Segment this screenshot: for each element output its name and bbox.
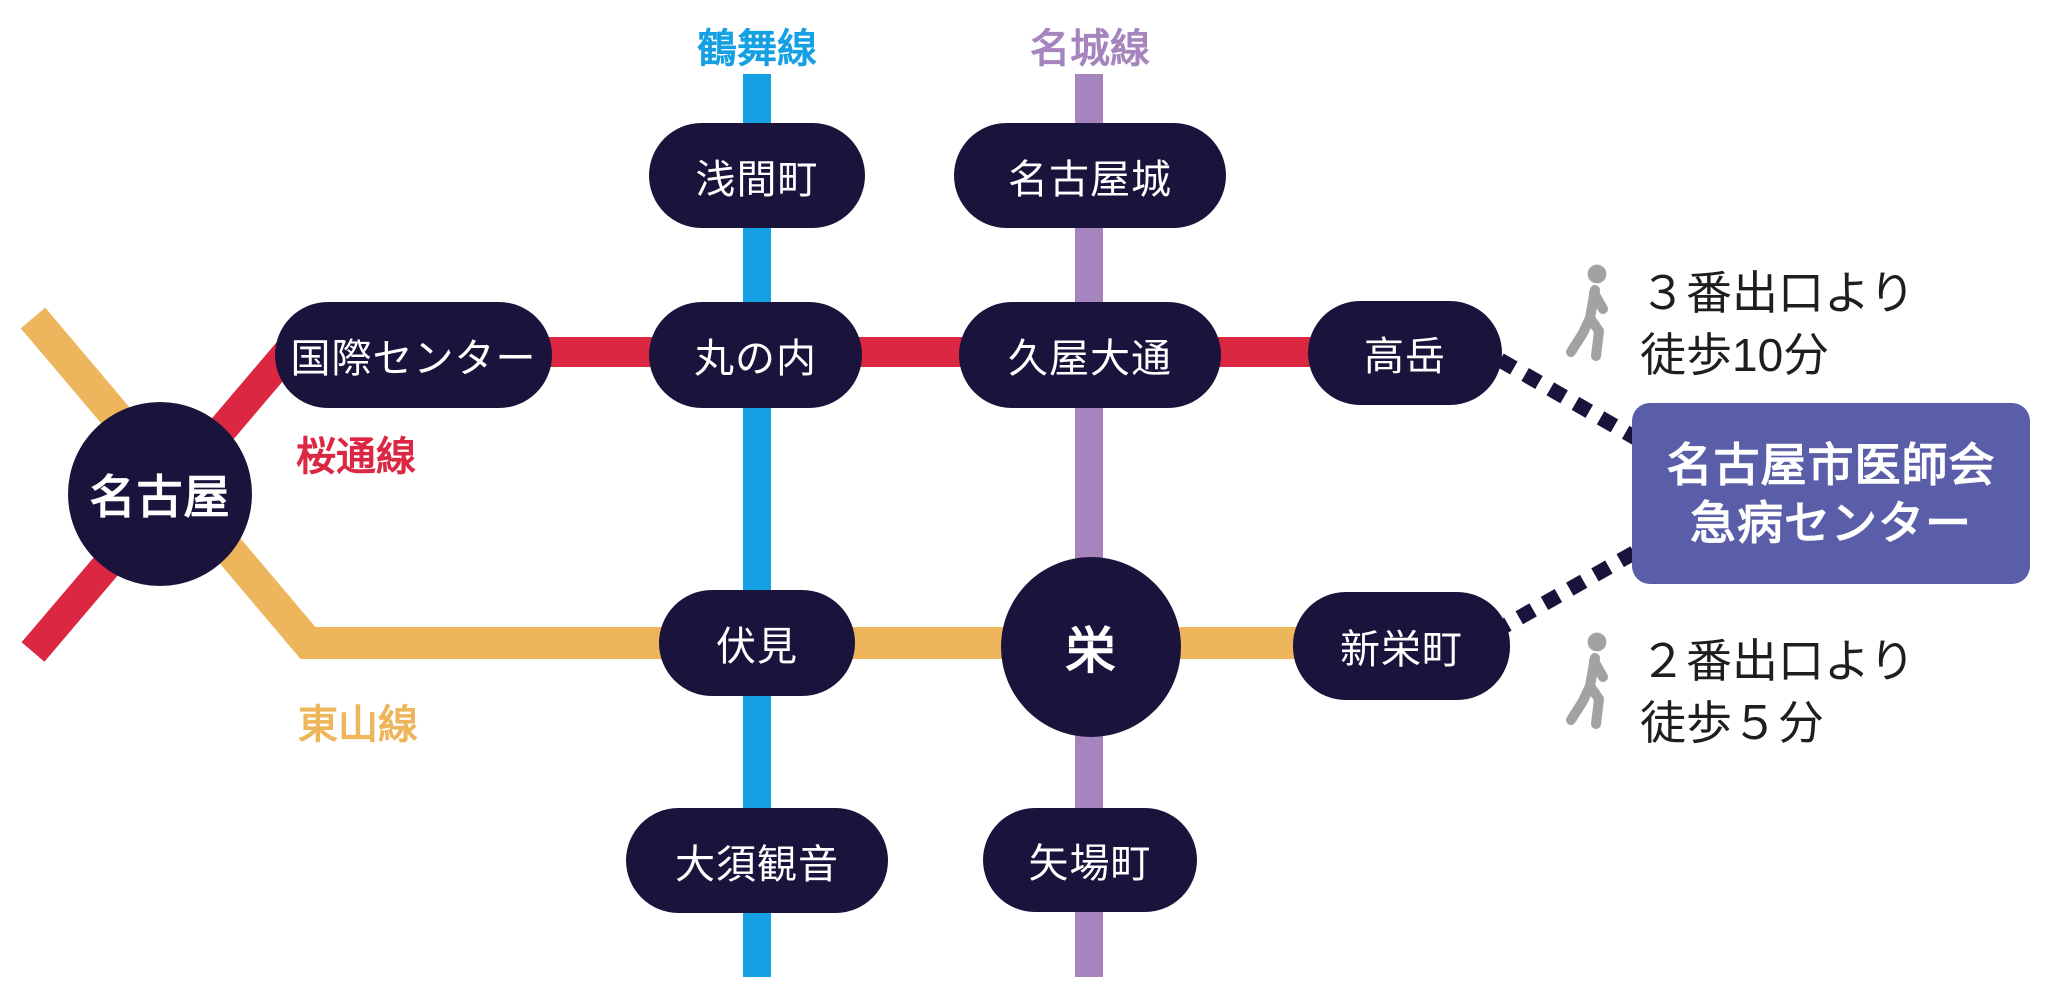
station-nagoya: 名古屋 — [68, 402, 252, 586]
station-asamacho-label: 浅間町 — [695, 157, 819, 202]
station-sakae-label: 栄 — [1065, 623, 1117, 679]
walk-note-takaoka: ３番出口より 徒歩10分 — [1562, 262, 1915, 386]
station-hisaya-odori-label: 久屋大通 — [1008, 337, 1172, 381]
station-osu-kannon-label: 大須観音 — [675, 842, 839, 887]
station-fushimi-label: 伏見 — [716, 625, 798, 669]
walk-note-shin-sakaemachi-line2: 徒歩５分 — [1640, 697, 1824, 749]
station-asamacho: 浅間町 — [649, 123, 865, 228]
walk-connector-shin-sakaemachi — [1490, 539, 1650, 639]
walk-note-shin-sakaemachi: ２番出口より 徒歩５分 — [1562, 630, 1915, 754]
station-nagoyajo-label: 名古屋城 — [1008, 157, 1172, 202]
station-yabacho: 矢場町 — [983, 808, 1197, 912]
station-shin-sakaemachi-label: 新栄町 — [1340, 628, 1463, 672]
station-fushimi: 伏見 — [659, 590, 855, 696]
meijo-line-label: 名城線 — [1030, 27, 1150, 71]
station-kokusai-center-label: 国際センター — [290, 337, 537, 381]
tsurumai-line-label: 鶴舞線 — [697, 27, 817, 71]
station-takaoka-label: 高岳 — [1364, 335, 1446, 379]
higashiyama-line-label: 東山線 — [298, 703, 418, 747]
station-takaoka: 高岳 — [1308, 301, 1502, 405]
station-marunouchi-label: 丸の内 — [694, 337, 817, 381]
walking-person-icon — [1566, 632, 1608, 729]
station-nagoyajo: 名古屋城 — [954, 123, 1226, 228]
station-yabacho-label: 矢場町 — [1028, 842, 1152, 886]
sakuradori-line-label: 桜通線 — [296, 435, 416, 479]
station-sakae: 栄 — [1001, 557, 1181, 737]
walk-note-takaoka-line1: ３番出口より — [1640, 267, 1916, 319]
station-osu-kannon: 大須観音 — [626, 808, 888, 913]
walking-person-icon — [1566, 264, 1608, 361]
station-marunouchi: 丸の内 — [649, 302, 862, 408]
destination-box: 名古屋市医師会 急病センター — [1632, 403, 2030, 584]
destination-name-line1: 名古屋市医師会 — [1666, 438, 1996, 491]
station-hisaya-odori: 久屋大通 — [959, 302, 1221, 408]
station-nagoya-label: 名古屋 — [89, 471, 231, 523]
station-kokusai-center: 国際センター — [275, 302, 552, 408]
walk-note-shin-sakaemachi-line1: ２番出口より — [1640, 635, 1916, 687]
walk-note-takaoka-line2: 徒歩10分 — [1640, 329, 1830, 381]
station-shin-sakaemachi: 新栄町 — [1293, 592, 1510, 700]
destination-name-line2: 急病センター — [1690, 496, 1972, 549]
